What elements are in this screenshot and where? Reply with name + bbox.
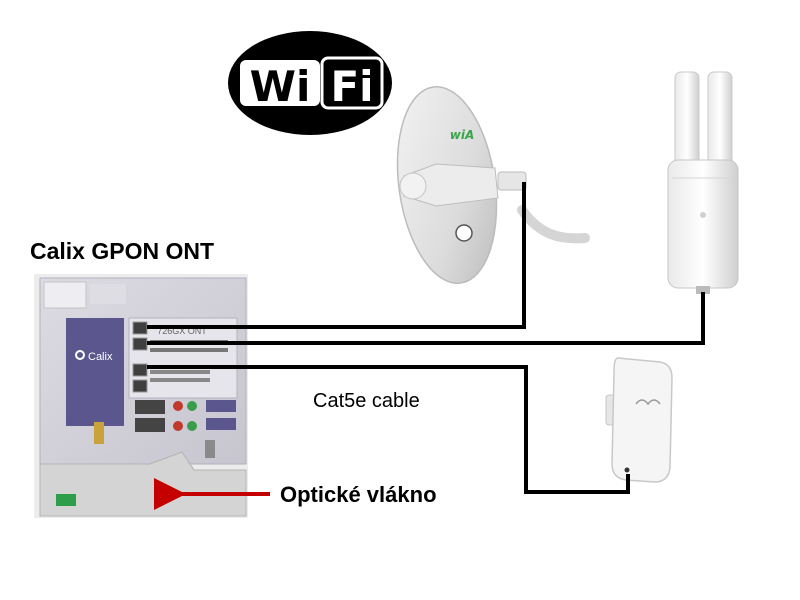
ont-model-text: 726GX ONT bbox=[157, 326, 207, 336]
access-point-logo-icon bbox=[635, 399, 661, 406]
ont-barcode-3 bbox=[150, 370, 210, 374]
ont-coax-connector bbox=[94, 422, 104, 444]
ont-barcode-4 bbox=[150, 378, 210, 382]
calix-logo-icon bbox=[75, 350, 85, 360]
ont-ul-label bbox=[43, 281, 87, 309]
fiber-label: Optické vlákno bbox=[280, 482, 437, 507]
access-point-body bbox=[611, 357, 673, 483]
ont-green-led-icon-1 bbox=[187, 401, 197, 411]
dish-connector bbox=[497, 171, 527, 191]
dish-feed-cap bbox=[399, 172, 427, 200]
ont-phone-port-2 bbox=[135, 418, 165, 432]
dish-badge-icon bbox=[455, 224, 473, 242]
wifi-logo-right-text: Fi bbox=[330, 62, 373, 111]
antenna-led-icon bbox=[700, 212, 706, 218]
antenna-port bbox=[696, 286, 710, 294]
calix-brand-text: Calix bbox=[88, 351, 113, 363]
wifi-logo-left-box bbox=[240, 60, 320, 106]
cable-to-access-point bbox=[147, 365, 630, 494]
dish-antenna: wiA bbox=[396, 85, 590, 285]
ont-ground-lug bbox=[205, 440, 215, 458]
ont-ethernet-port-1 bbox=[132, 321, 148, 335]
ont-ethernet-port-3 bbox=[132, 363, 148, 377]
wifi-logo-right-box bbox=[320, 56, 384, 110]
cable-to-dish bbox=[147, 182, 526, 329]
ont-power-connector bbox=[56, 494, 76, 506]
ont-bottom-cover bbox=[39, 451, 247, 517]
ont-green-led-icon-2 bbox=[187, 421, 197, 431]
ont-red-led-icon bbox=[173, 401, 183, 411]
access-point-led-icon bbox=[624, 467, 630, 473]
ont-barcode-2 bbox=[150, 348, 228, 352]
cable-to-omni bbox=[147, 292, 705, 345]
wifi-logo: Wi Fi bbox=[228, 31, 392, 135]
omni-antenna bbox=[667, 71, 739, 294]
cables bbox=[147, 182, 705, 494]
access-point bbox=[605, 357, 673, 483]
ont-ethernet-port-2 bbox=[132, 337, 148, 351]
ont-red-led-icon-2 bbox=[173, 421, 183, 431]
calix-ont: Calix 726GX ONT bbox=[34, 274, 248, 518]
cable-label: Cat5e cable bbox=[313, 390, 420, 412]
ont-small-label-2 bbox=[206, 418, 236, 430]
wifi-logo-left-text: Wi bbox=[250, 62, 311, 111]
ont-ethernet-port-4 bbox=[132, 379, 148, 393]
device-title: Calix GPON ONT bbox=[30, 238, 215, 264]
ont-phone-port-1 bbox=[135, 400, 165, 414]
ont-fcc-label bbox=[90, 284, 126, 304]
dish-brand-logo: wiA bbox=[450, 128, 475, 142]
ont-small-label-1 bbox=[206, 400, 236, 412]
antenna-body bbox=[667, 159, 739, 289]
ont-brand-panel bbox=[66, 318, 124, 426]
dish-mount-bracket bbox=[517, 205, 590, 244]
